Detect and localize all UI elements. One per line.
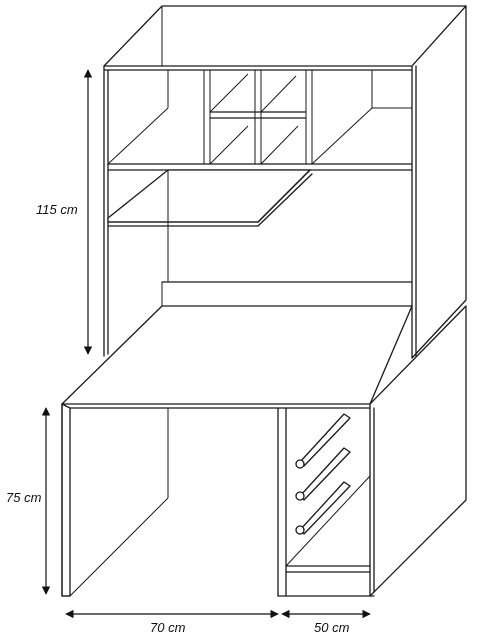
drawer-runner-bottom bbox=[295, 481, 351, 535]
left-leg-panel bbox=[61, 403, 71, 597]
desk-height-label: 75 cm bbox=[6, 490, 42, 505]
drawer-runner-top bbox=[295, 413, 351, 469]
dimension-arrows bbox=[41, 69, 371, 619]
hutch-right-side bbox=[411, 5, 467, 359]
desk-depth-label: 50 cm bbox=[314, 620, 350, 635]
desk bbox=[61, 305, 467, 597]
desk-right-side bbox=[369, 305, 467, 597]
pullout-shelf bbox=[107, 169, 313, 227]
drawer-runner-middle bbox=[295, 447, 351, 501]
cubby-compartments bbox=[203, 69, 412, 165]
dimension-labels: 115 cm 75 cm 70 cm 50 cm bbox=[6, 202, 350, 635]
drawer-cabinet bbox=[277, 407, 375, 597]
hutch-height-label: 115 cm bbox=[36, 202, 78, 217]
desk-width-label: 70 cm bbox=[150, 620, 186, 635]
hutch-top-panel bbox=[103, 5, 467, 67]
hutch bbox=[103, 5, 467, 359]
desktop-surface bbox=[61, 305, 413, 405]
